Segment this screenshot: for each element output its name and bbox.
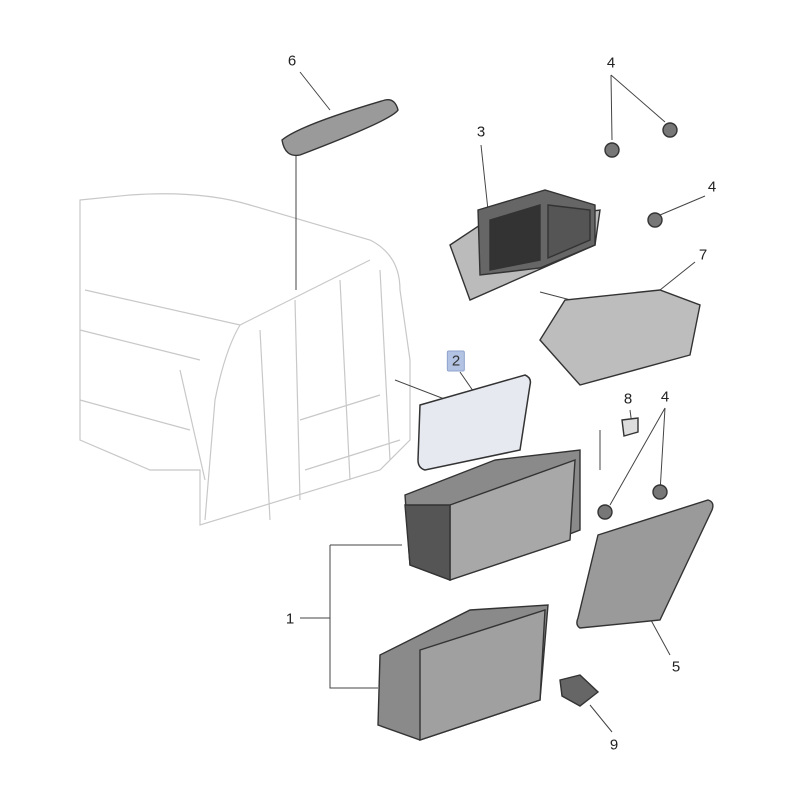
part-1-lower-console-bin: [377, 604, 549, 741]
console-ghost-outline: [79, 193, 411, 526]
callout-1: 1: [285, 610, 295, 628]
part-8-clip: [621, 417, 639, 437]
callout-4-lower: 4: [660, 388, 670, 406]
leader-lines: [295, 71, 706, 733]
part-7-trim: [539, 289, 701, 386]
part-2-panel: [417, 374, 532, 471]
callout-9: 9: [609, 736, 619, 754]
part-3-air-vent: [449, 189, 601, 301]
callout-8: 8: [623, 390, 633, 408]
callout-3: 3: [476, 123, 486, 141]
callout-5: 5: [671, 658, 681, 676]
callout-7: 7: [698, 246, 708, 264]
callout-2-highlighted[interactable]: 2: [446, 350, 466, 372]
callout-4-top: 4: [606, 54, 616, 72]
part-5-door: [576, 499, 714, 629]
part-6-armrest-cap: [281, 99, 399, 157]
part-4-screws: [597, 122, 678, 520]
part-9-latch: [559, 674, 600, 707]
part-1-upper-console-bin: [404, 449, 581, 582]
callout-4-right: 4: [707, 178, 717, 196]
callout-6: 6: [287, 52, 297, 70]
